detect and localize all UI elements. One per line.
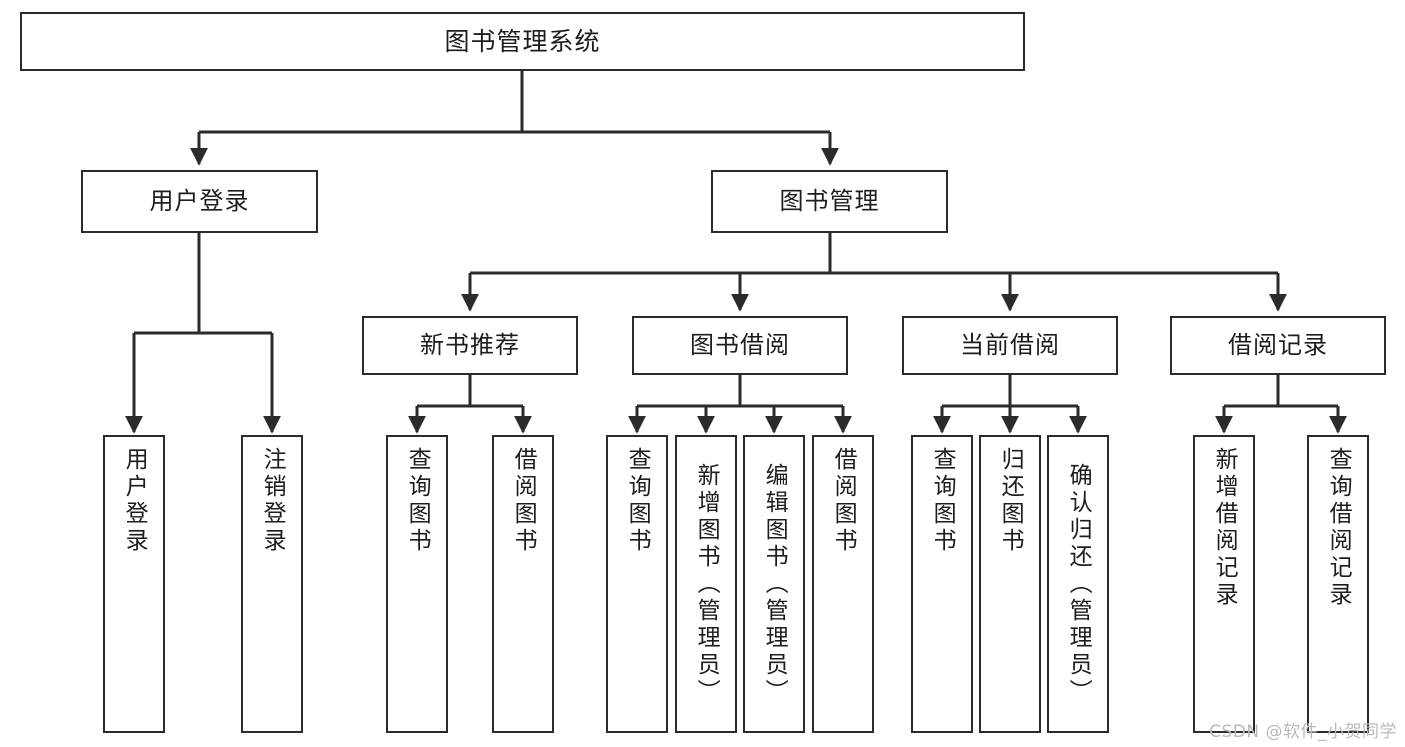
node-borrowing-record[interactable]: 借阅记录 xyxy=(1170,316,1386,375)
leaf-node-user-login[interactable]: 用户登录 xyxy=(103,435,165,733)
leaf-node-logout-label: 注销登录 xyxy=(259,447,286,555)
leaf-node-confirm-return-admin[interactable]: 确认归还（管理员） xyxy=(1047,435,1109,733)
leaf-node-add-book-admin-label: 新增图书（管理员） xyxy=(693,462,720,706)
leaf-node-query-book-current[interactable]: 查询图书 xyxy=(911,435,973,733)
node-root-label: 图书管理系统 xyxy=(444,26,601,56)
leaf-node-return-book-label: 归还图书 xyxy=(997,447,1024,555)
node-current-borrowing-label: 当前借阅 xyxy=(960,331,1060,360)
leaf-node-add-book-admin[interactable]: 新增图书（管理员） xyxy=(675,435,737,733)
leaf-node-borrow-book-recommendation[interactable]: 借阅图书 xyxy=(492,435,554,733)
node-book-management[interactable]: 图书管理 xyxy=(711,170,948,233)
leaf-node-query-borrow-record[interactable]: 查询借阅记录 xyxy=(1307,435,1369,733)
leaf-node-add-borrow-record-label: 新增借阅记录 xyxy=(1211,447,1238,609)
leaf-node-borrow-book-borrowing[interactable]: 借阅图书 xyxy=(812,435,874,733)
leaf-node-query-book-borrowing[interactable]: 查询图书 xyxy=(606,435,668,733)
csdn-watermark: CSDN @软件_小贺同学 xyxy=(1209,722,1397,742)
leaf-node-query-book-recommendation-label: 查询图书 xyxy=(404,447,431,555)
leaf-node-user-login-label: 用户登录 xyxy=(121,447,148,555)
node-current-borrowing[interactable]: 当前借阅 xyxy=(902,316,1118,375)
leaf-node-edit-book-admin[interactable]: 编辑图书（管理员） xyxy=(743,435,805,733)
node-book-management-label: 图书管理 xyxy=(779,187,880,216)
node-user-login-label: 用户登录 xyxy=(149,187,250,216)
leaf-node-query-book-recommendation[interactable]: 查询图书 xyxy=(386,435,448,733)
node-root-book-management-system[interactable]: 图书管理系统 xyxy=(20,12,1025,71)
leaf-node-borrow-book-borrowing-label: 借阅图书 xyxy=(830,447,857,555)
leaf-node-borrow-book-recommendation-label: 借阅图书 xyxy=(510,447,537,555)
node-book-borrowing[interactable]: 图书借阅 xyxy=(632,316,848,375)
leaf-node-logout[interactable]: 注销登录 xyxy=(241,435,303,733)
leaf-node-query-book-current-label: 查询图书 xyxy=(929,447,956,555)
node-user-login[interactable]: 用户登录 xyxy=(81,170,318,233)
leaf-node-confirm-return-admin-label: 确认归还（管理员） xyxy=(1065,462,1092,706)
node-borrowing-record-label: 借阅记录 xyxy=(1228,331,1328,360)
node-new-book-recommendation[interactable]: 新书推荐 xyxy=(362,316,578,375)
node-new-book-recommendation-label: 新书推荐 xyxy=(420,331,520,360)
leaf-node-edit-book-admin-label: 编辑图书（管理员） xyxy=(761,462,788,706)
leaf-node-query-book-borrowing-label: 查询图书 xyxy=(624,447,651,555)
node-book-borrowing-label: 图书借阅 xyxy=(690,331,790,360)
leaf-node-query-borrow-record-label: 查询借阅记录 xyxy=(1325,447,1352,609)
leaf-node-return-book[interactable]: 归还图书 xyxy=(979,435,1041,733)
leaf-node-add-borrow-record[interactable]: 新增借阅记录 xyxy=(1193,435,1255,733)
